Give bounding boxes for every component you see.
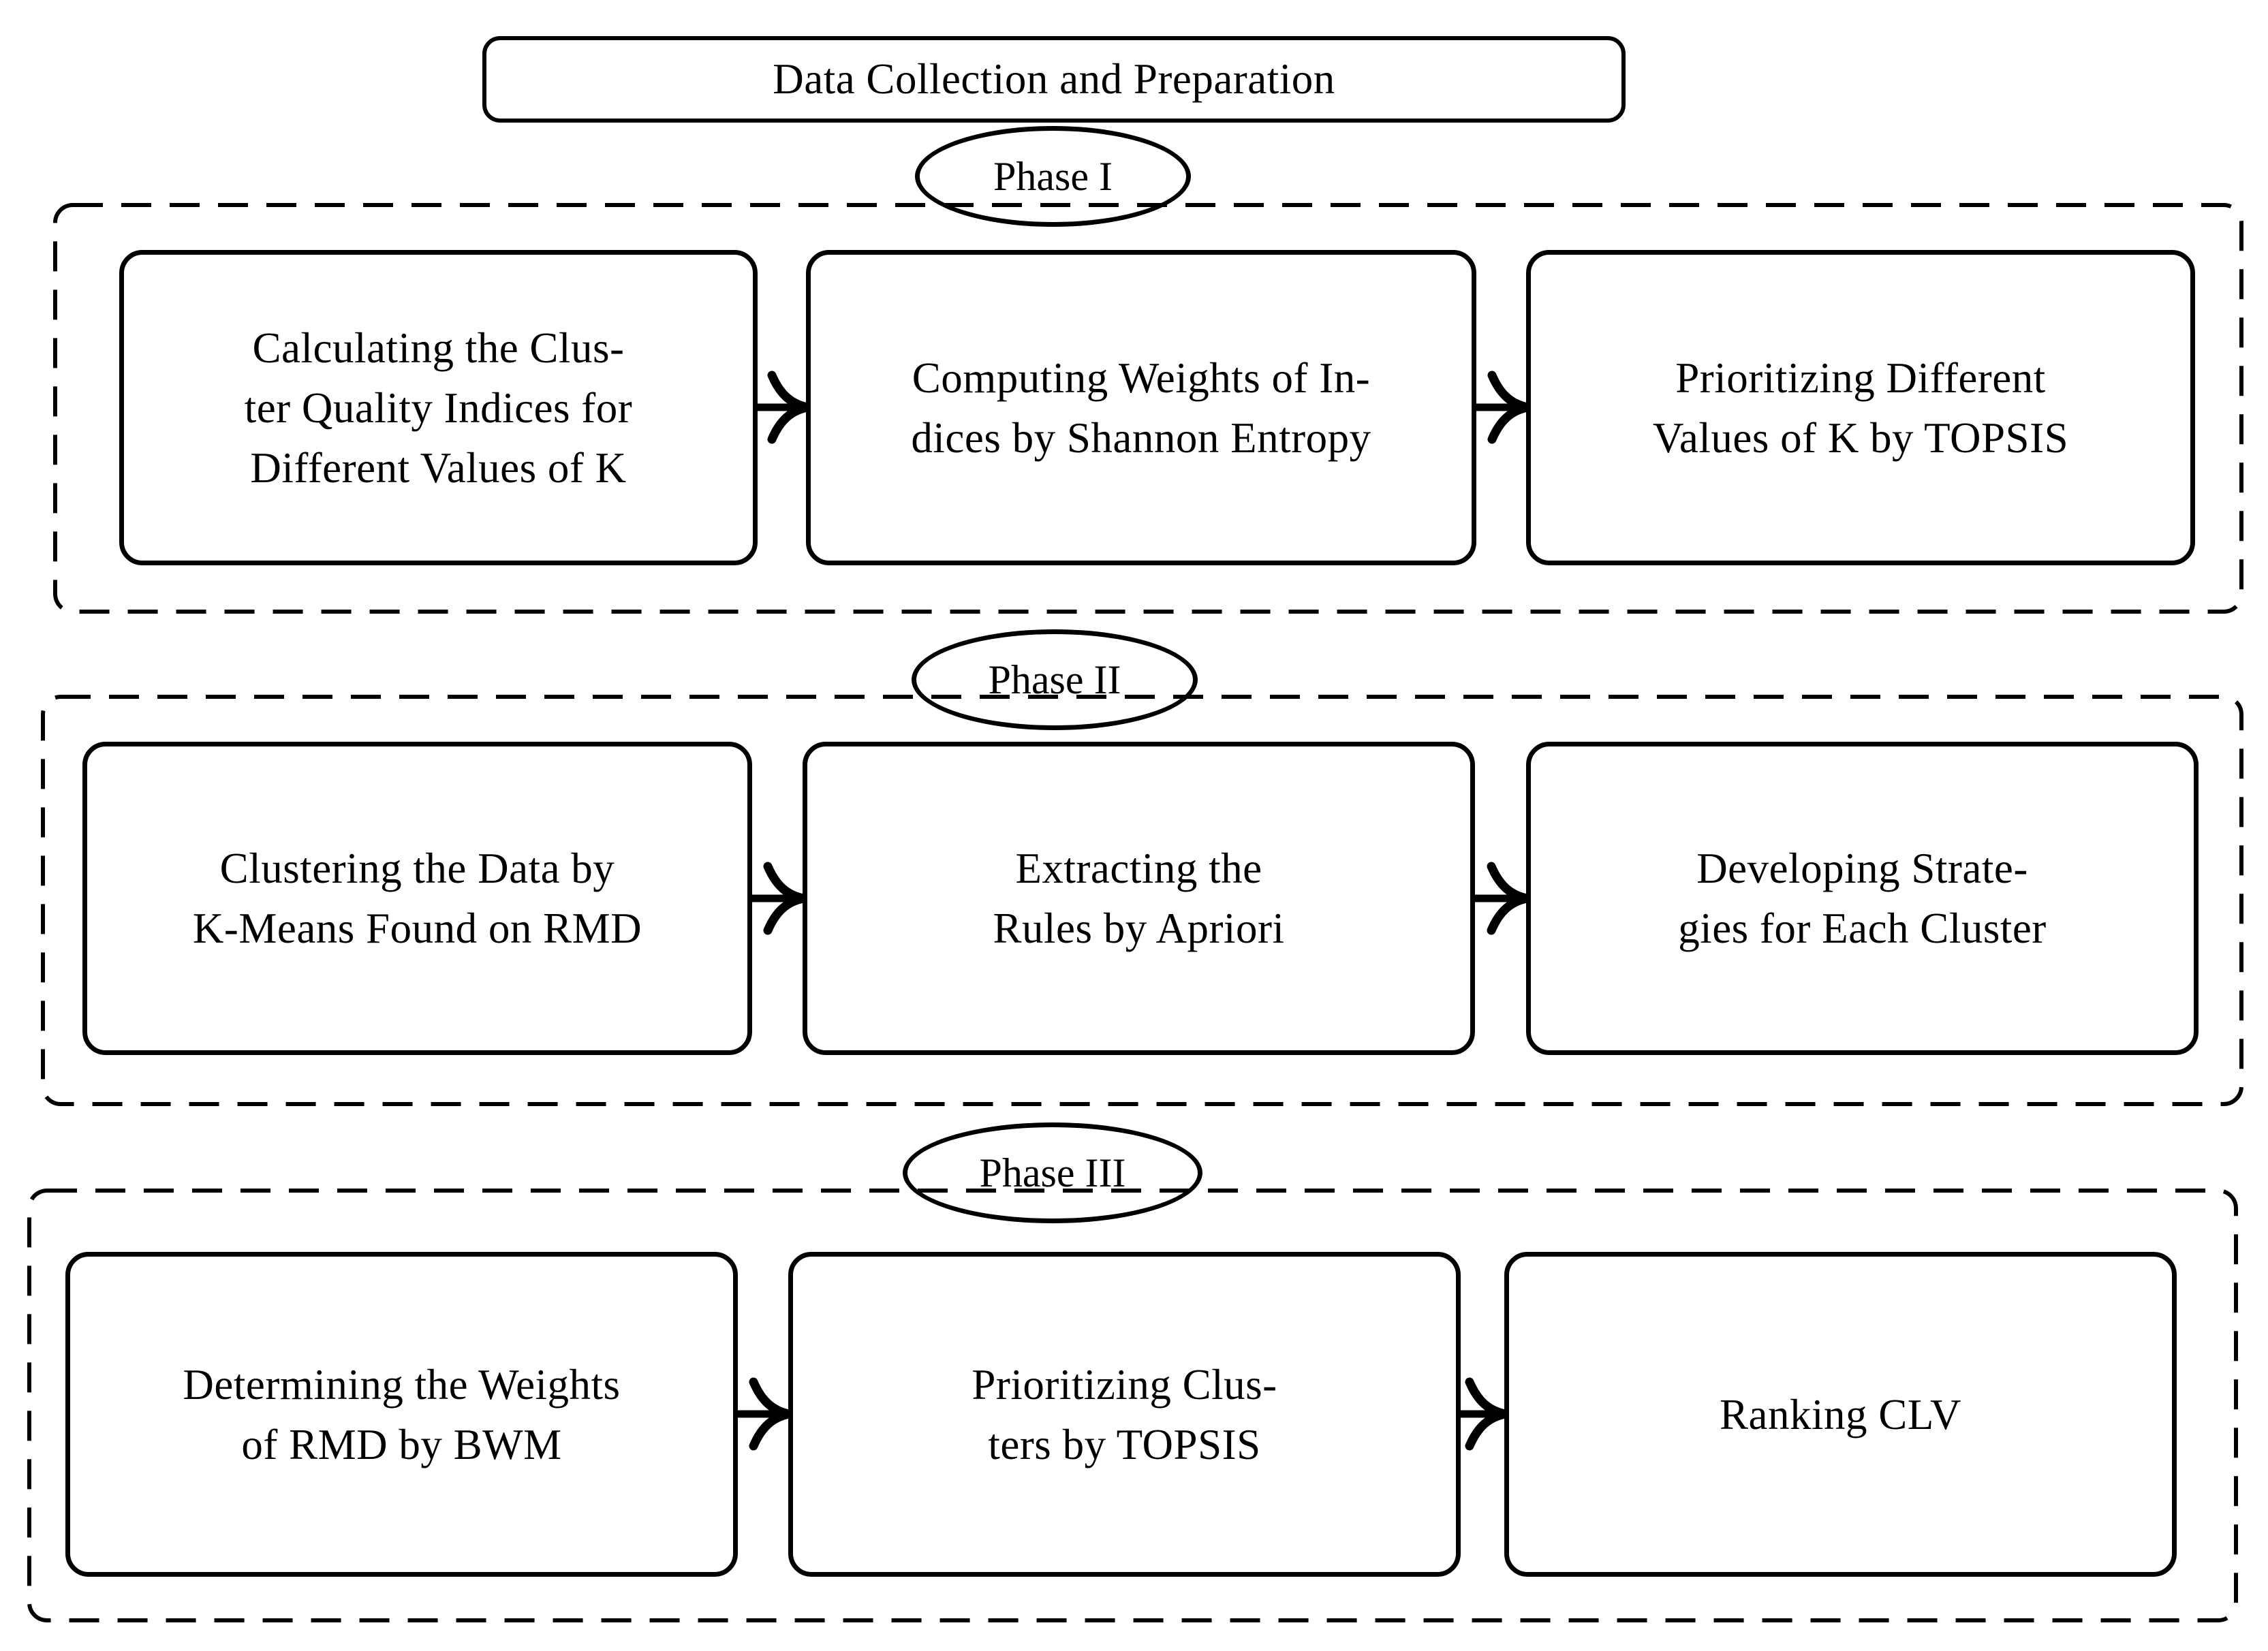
step-text-line: Prioritizing Clus- xyxy=(972,1360,1277,1409)
phase-3-step-2-box: Prioritizing Clus- ters by TOPSIS xyxy=(788,1252,1461,1577)
phase-3-label: Phase III xyxy=(979,1150,1126,1195)
phase-3-badge: Phase III xyxy=(903,1122,1202,1223)
step-text-line: dices by Shannon Entropy xyxy=(911,413,1371,462)
phase-2-step-1-box: Clustering the Data by K-Means Found on … xyxy=(82,742,752,1055)
phase-1-badge: Phase I xyxy=(915,126,1191,227)
arrow-right-icon xyxy=(734,1377,790,1451)
step-text-line: of RMD by BWM xyxy=(241,1420,562,1468)
step-text-line: Developing Strate- xyxy=(1696,845,2028,892)
step-text-line: K-Means Found on RMD xyxy=(192,905,642,952)
arrow-right-icon xyxy=(1457,1377,1506,1451)
step-text-line: Determining the Weights xyxy=(183,1360,621,1409)
phase-1-step-2-box: Computing Weights of In- dices by Shanno… xyxy=(806,250,1476,565)
phase-3-step-3-box: Ranking CLV xyxy=(1504,1252,2177,1577)
arrow-right-icon xyxy=(1471,862,1528,935)
phase-1-step-1-box: Calculating the Clus- ter Quality Indice… xyxy=(119,250,758,565)
phase-2-step-2-box: Extracting the Rules by Apriori xyxy=(803,742,1475,1055)
arrow-right-icon xyxy=(748,862,805,935)
step-text-line: Extracting the xyxy=(1015,845,1262,892)
step-text-line: Computing Weights of In- xyxy=(912,353,1371,402)
arrow-right-icon xyxy=(1472,371,1529,444)
step-text-line: Ranking CLV xyxy=(1720,1390,1961,1438)
step-text-line: gies for Each Cluster xyxy=(1678,905,2047,952)
phase-1-step-3-box: Prioritizing Different Values of K by TO… xyxy=(1526,250,2195,565)
step-text-line: Rules by Apriori xyxy=(993,905,1285,952)
phase-2-label: Phase II xyxy=(988,657,1121,702)
phase-2-badge: Phase II xyxy=(912,629,1198,730)
step-text-line: ter Quality Indices for xyxy=(244,383,633,432)
title-label: Data Collection and Preparation xyxy=(773,55,1335,103)
step-text-line: Calculating the Clus- xyxy=(252,324,625,372)
title-box: Data Collection and Preparation xyxy=(482,36,1626,123)
arrow-right-icon xyxy=(754,371,809,444)
step-text-line: Different Values of K xyxy=(250,443,627,492)
phase-2-step-3-box: Developing Strate- gies for Each Cluster xyxy=(1526,742,2199,1055)
phase-3-step-1-box: Determining the Weights of RMD by BWM xyxy=(65,1252,738,1577)
step-text-line: Prioritizing Different xyxy=(1675,353,2046,402)
phase-1-label: Phase I xyxy=(993,153,1113,199)
step-text-line: Values of K by TOPSIS xyxy=(1652,413,2069,462)
step-text-line: Clustering the Data by xyxy=(219,845,615,892)
step-text-line: ters by TOPSIS xyxy=(988,1420,1261,1468)
